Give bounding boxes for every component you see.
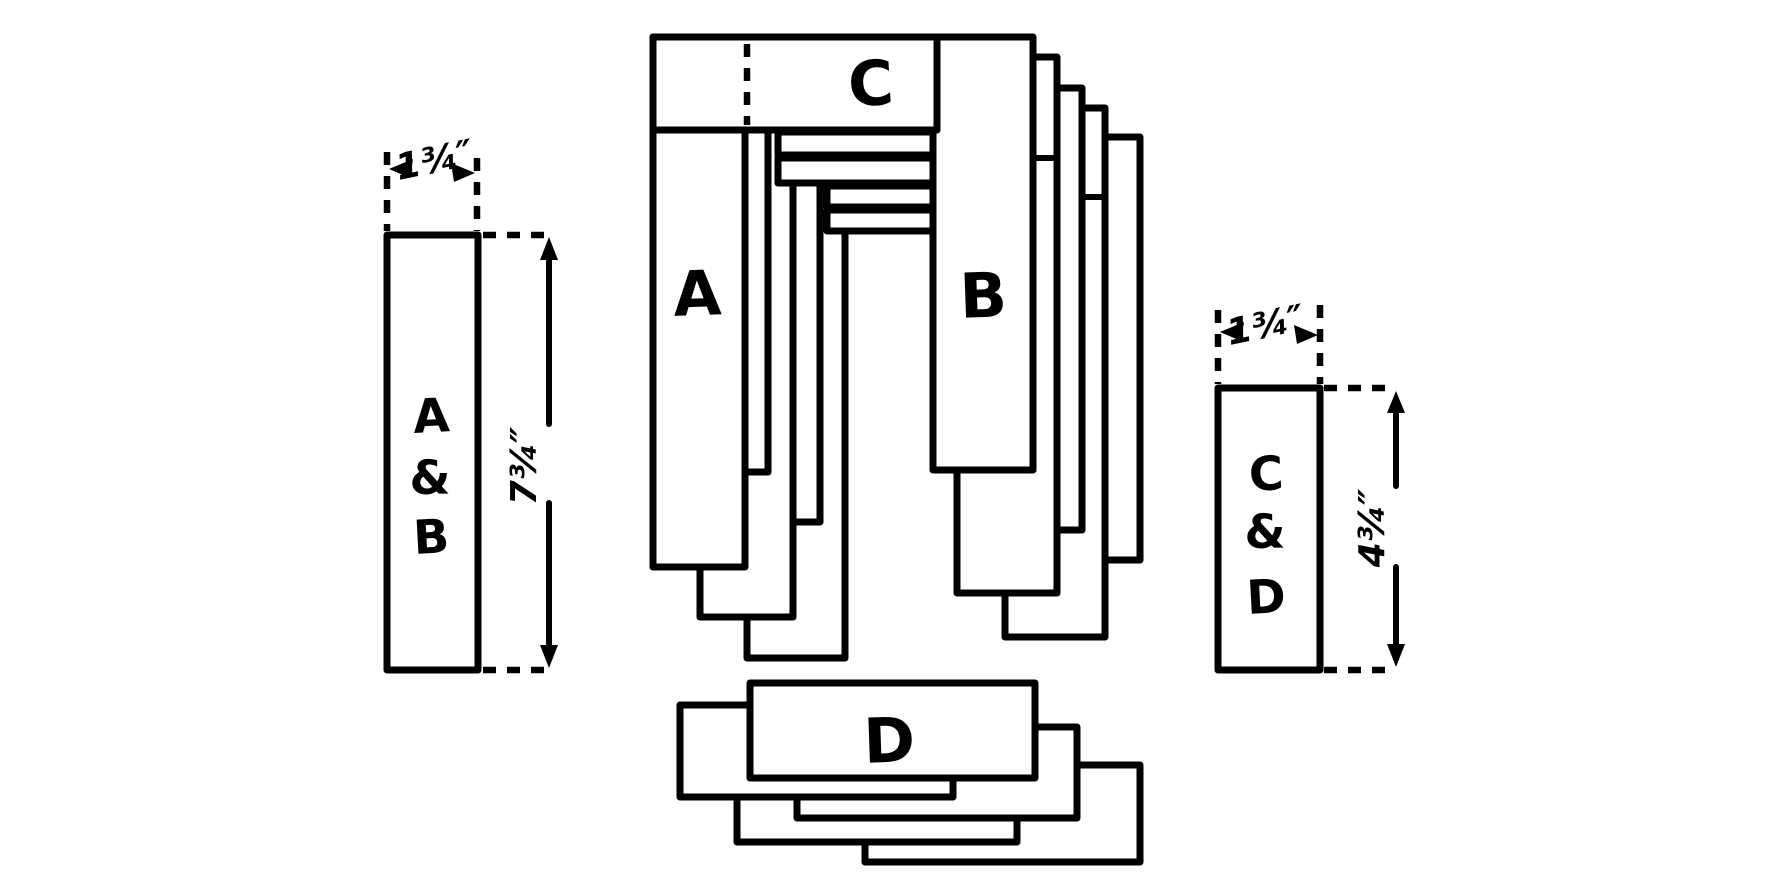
blank-ab-label-line3: B	[412, 509, 451, 566]
blank-cd-outline	[1214, 384, 1324, 674]
assembly-label-a: A	[672, 256, 723, 331]
piece-c-front	[649, 33, 941, 134]
top-yoke-layer3	[774, 154, 949, 187]
blank-cd-label-line1: C	[1248, 446, 1285, 503]
blank-ab-label-line1: A	[412, 388, 452, 445]
top-yoke-layer2	[774, 128, 949, 159]
arrowhead-right	[451, 163, 475, 182]
assembly-label-d: D	[862, 703, 916, 778]
top-yoke-layer4	[823, 182, 949, 211]
arrowhead-down	[540, 645, 558, 668]
arrowhead-down	[1387, 644, 1405, 667]
blank-ab-height-text: 7¾″	[504, 427, 545, 505]
blank-ab-height-dimension: 7¾″	[483, 231, 558, 674]
blank-ab-outline	[383, 231, 482, 674]
arrowhead-right	[1294, 325, 1318, 344]
blank-cd-height-text: 4¾″	[1352, 489, 1393, 568]
top-yoke-layer5	[823, 206, 949, 235]
d-plate-front	[746, 679, 1039, 782]
assembly-label-c: C	[846, 46, 895, 121]
blank-cd-height-dimension: 4¾″	[1324, 384, 1405, 674]
arrowhead-up	[1387, 391, 1405, 413]
arrowhead-left	[389, 159, 413, 178]
blank-cd-label-line2: &	[1245, 505, 1286, 560]
blank-piece-cd: C & D 1¾″ 4¾″	[1214, 298, 1405, 674]
assembly-label-b: B	[958, 258, 1008, 333]
arrowhead-left	[1220, 322, 1244, 341]
arrowhead-up	[540, 237, 558, 260]
blank-cd-label-line3: D	[1245, 569, 1287, 626]
piece-b-front	[929, 33, 1037, 474]
core-assembly: C A B	[649, 33, 1144, 662]
blank-piece-ab: A & B 1¾″ 7¾″	[383, 133, 558, 674]
blank-ab-label-line2: &	[410, 451, 451, 506]
d-plate-stack: D	[676, 679, 1144, 866]
